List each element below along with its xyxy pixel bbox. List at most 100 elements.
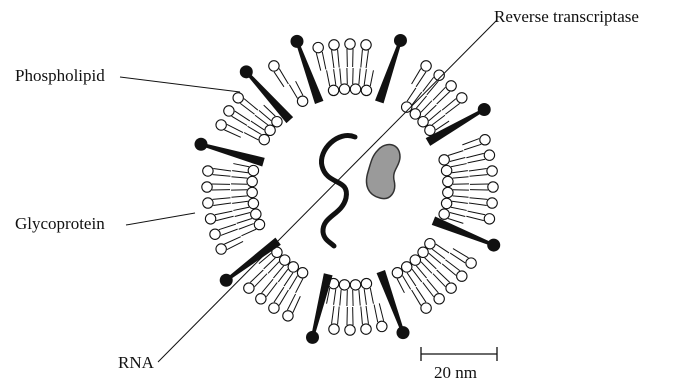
label-rna: RNA [118,354,154,371]
phospholipid-head [329,324,339,334]
phospholipid-head [233,93,243,103]
glycoprotein-knob [306,331,319,344]
glycoprotein [195,138,265,167]
phospholipid-head [297,268,307,278]
phospholipid-head [361,40,371,50]
phospholipid-head [216,120,226,130]
phospholipid-head [216,244,226,254]
glycoprotein [240,65,293,123]
phospholipid-head [203,166,213,176]
phospholipid-head [446,283,456,293]
phospholipid-head [361,278,371,288]
phospholipid-head [269,61,279,71]
glycoprotein-stalk [375,45,400,104]
phospholipid-head [259,134,269,144]
leader-phospholipid [120,77,240,92]
phospholipid-head [203,198,213,208]
label-glycoprotein: Glycoprotein [15,215,105,232]
phospholipid-head [457,93,467,103]
label-phospholipid: Phospholipid [15,67,105,84]
phospholipid-head [288,262,298,272]
glycoprotein-knob [240,65,253,78]
reverse-transcriptase-shape [367,145,401,199]
phospholipid-head [345,325,355,335]
phospholipid-molecule [283,268,308,321]
glycoprotein [375,34,407,103]
phospholipid-molecule [439,209,495,224]
phospholipid-head [484,214,494,224]
phospholipid-molecule [441,198,497,211]
phospholipid-molecule [203,164,259,177]
phospholipid-head [254,219,264,229]
phospholipid-head [443,176,453,186]
phospholipid-head [421,303,431,313]
phospholipid-head [418,247,428,257]
glycoprotein [220,238,281,287]
phospholipid-head [329,40,339,50]
phospholipid-head [410,109,420,119]
phospholipid-head [443,187,453,197]
phospholipid-head [272,116,282,126]
phospholipid-head [441,198,451,208]
phospholipid-head [279,255,289,265]
leader-glycoprotein [126,213,195,225]
phospholipid-head [425,239,435,249]
phospholipid-head [224,106,234,116]
glycoprotein-stalk [377,270,403,329]
phospholipid-head [328,85,338,95]
glycoprotein-stalk [205,144,264,167]
phospholipid-head [339,84,349,94]
phospholipid-head [350,280,360,290]
phospholipid-head [248,165,258,175]
label-reverse-transcriptase: Reverse transcriptase [494,8,639,25]
phospholipid-head [434,294,444,304]
phospholipid-head [439,209,449,219]
phospholipid-head [480,135,490,145]
phospholipid-molecule [418,81,456,127]
rna-strand [321,136,355,246]
phospholipid-head [202,182,212,192]
glycoprotein-stalk [229,238,281,279]
label-scale-bar: 20 nm [434,364,477,381]
glycoprotein-knob [397,326,410,339]
phospholipid-head [248,198,258,208]
phospholipid-head [466,258,476,268]
phospholipid-head [446,81,456,91]
phospholipid-head [313,42,323,52]
glycoprotein [306,273,333,344]
phospholipid-head [350,84,360,94]
phospholipid-molecule [216,120,269,145]
phospholipid-bilayer [202,39,498,335]
phospholipid-head [488,182,498,192]
phospholipid-head [345,39,355,49]
glycoprotein-stalk [312,273,333,333]
phospholipid-head [269,303,279,313]
glycoprotein-knob [290,35,303,48]
phospholipid-head [457,271,467,281]
phospholipid-head [283,311,293,321]
phospholipid-head [297,96,307,106]
phospholipid-head [361,85,371,95]
phospholipid-head [392,268,402,278]
phospholipid-head [377,321,387,331]
phospholipid-molecule [216,219,265,254]
phospholipid-head [251,209,261,219]
phospholipid-head [361,324,371,334]
phospholipid-head [210,229,220,239]
glycoprotein-knob [220,274,233,287]
glycoprotein-stalk [297,45,323,104]
phospholipid-molecule [439,135,490,166]
phospholipid-head [247,176,257,186]
phospholipid-head [244,283,254,293]
phospholipid-head [247,187,257,197]
phospholipid-head [205,214,215,224]
phospholipid-head [484,150,494,160]
phospholipid-head [418,116,428,126]
phospholipid-molecule [392,268,431,314]
phospholipid-head [339,280,349,290]
phospholipid-molecule [361,40,374,96]
phospholipid-head [425,125,435,135]
phospholipid-head [441,165,451,175]
phospholipid-head [487,166,497,176]
